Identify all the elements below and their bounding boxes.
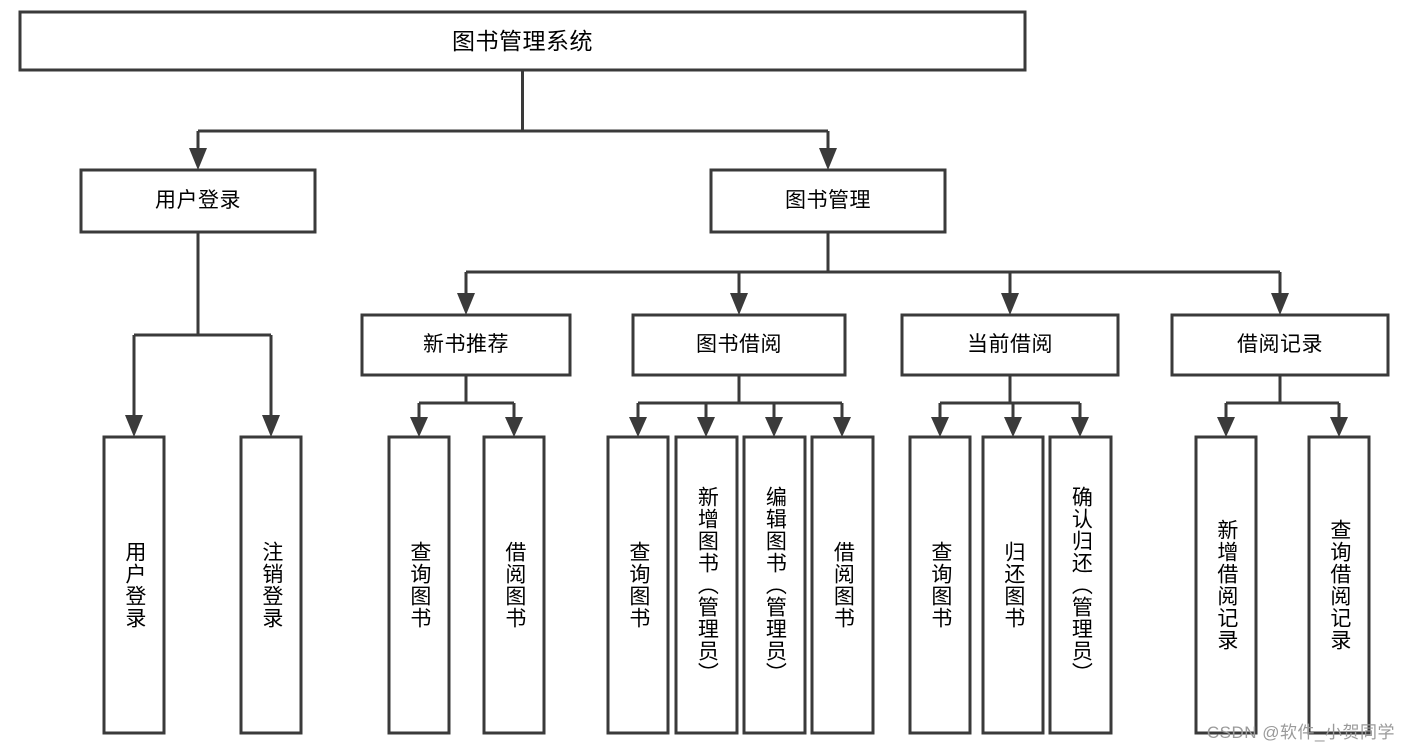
node-rect-book-borrow[interactable] xyxy=(631,313,847,377)
node-rect-leaf-bb-query[interactable] xyxy=(606,435,670,735)
node-rect-leaf-br-query[interactable] xyxy=(1307,435,1371,735)
arrowhead-user-login xyxy=(189,148,207,170)
node-rect-leaf-nbr-borrow[interactable] xyxy=(482,435,546,735)
node-rect-borrow-record[interactable] xyxy=(1170,313,1390,377)
node-rect-leaf-bb-edit[interactable] xyxy=(742,435,807,735)
node-rect-leaf-bb-borrow[interactable] xyxy=(810,435,875,735)
node-rect-leaf-br-add[interactable] xyxy=(1194,435,1258,735)
arrowhead-leaf-br-add xyxy=(1217,417,1235,437)
arrowhead-leaf-cb-query xyxy=(931,417,949,437)
arrowhead-group xyxy=(125,148,1348,437)
arrowhead-leaf-logout xyxy=(262,415,280,437)
arrowhead-leaf-nbr-query xyxy=(410,417,428,437)
node-rect-leaf-cb-return[interactable] xyxy=(981,435,1045,735)
arrowhead-leaf-user-login xyxy=(125,415,143,437)
arrowhead-leaf-cb-return xyxy=(1004,417,1022,437)
node-rect-leaf-nbr-query[interactable] xyxy=(387,435,451,735)
arrowhead-leaf-bb-query xyxy=(629,417,647,437)
arrowhead-leaf-bb-add xyxy=(697,417,715,437)
arrowhead-leaf-bb-borrow xyxy=(833,417,851,437)
arrowhead-leaf-cb-confirm xyxy=(1071,417,1089,437)
node-rect-leaf-logout[interactable] xyxy=(239,435,303,735)
node-rect-leaf-bb-add[interactable] xyxy=(674,435,739,735)
node-rect-book-manage[interactable] xyxy=(709,168,947,234)
arrowhead-book-manage xyxy=(819,148,837,170)
arrowhead-book-borrow xyxy=(730,293,748,315)
arrowhead-leaf-bb-edit xyxy=(765,417,783,437)
node-rect-leaf-cb-query[interactable] xyxy=(908,435,972,735)
node-rect-leaf-user-login[interactable] xyxy=(102,435,166,735)
arrowhead-current-borrow xyxy=(1001,293,1019,315)
node-rect-new-book-recommend[interactable] xyxy=(360,313,572,377)
arrowhead-leaf-br-query xyxy=(1330,417,1348,437)
connector-group xyxy=(132,70,1341,419)
arrowhead-new-book-recommend xyxy=(457,293,475,315)
node-rect-current-borrow[interactable] xyxy=(900,313,1120,377)
node-rect-group xyxy=(18,10,1390,735)
node-rect-user-login[interactable] xyxy=(79,168,317,234)
arrowhead-leaf-nbr-borrow xyxy=(505,417,523,437)
node-rect-leaf-cb-confirm[interactable] xyxy=(1048,435,1113,735)
node-rect-root[interactable] xyxy=(18,10,1027,72)
arrowhead-borrow-record xyxy=(1271,293,1289,315)
csdn-watermark: CSDN @软件_小贺同学 xyxy=(1206,723,1395,742)
